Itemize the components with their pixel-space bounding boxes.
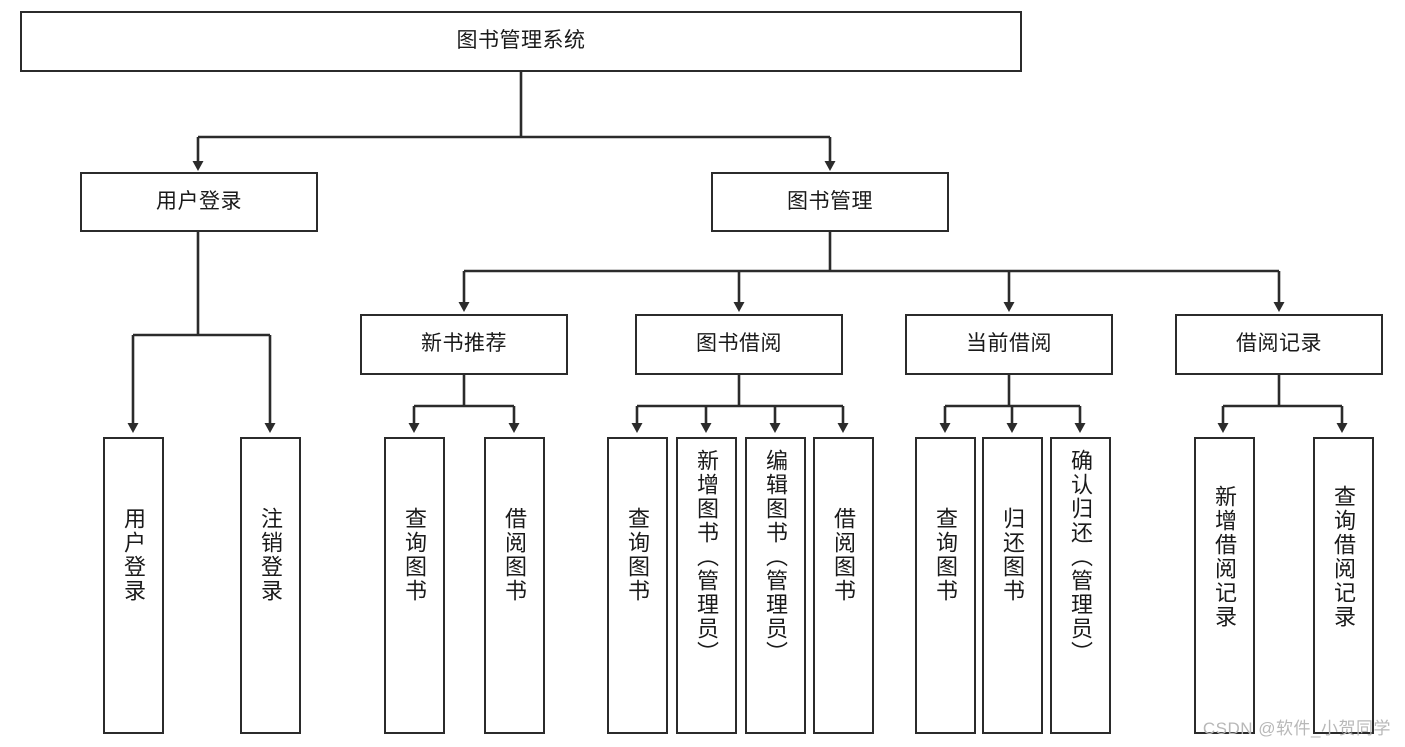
node-borrow-records-label: 借阅记录 xyxy=(1236,332,1322,356)
leaf-user-login-label: 用户登录 xyxy=(121,507,147,603)
node-current-borrow-label: 当前借阅 xyxy=(966,332,1052,356)
node-borrow-records[interactable]: 借阅记录 xyxy=(1175,314,1383,375)
leaf-new-borrow-book[interactable]: 借阅图书 xyxy=(484,437,545,734)
leaf-borrow-add-book[interactable]: 新增图书（管理员） xyxy=(676,437,737,734)
node-new-book-recommend[interactable]: 新书推荐 xyxy=(360,314,568,375)
leaf-current-query-book-label: 查询图书 xyxy=(933,507,959,603)
leaf-records-add-label: 新增借阅记录 xyxy=(1212,485,1238,629)
node-root-label: 图书管理系统 xyxy=(456,29,586,53)
node-book-borrow-label: 图书借阅 xyxy=(696,332,782,356)
node-root[interactable]: 图书管理系统 xyxy=(20,11,1022,72)
node-book-management[interactable]: 图书管理 xyxy=(711,172,949,232)
leaf-user-logout[interactable]: 注销登录 xyxy=(240,437,301,734)
node-book-borrow[interactable]: 图书借阅 xyxy=(635,314,843,375)
leaf-current-return-book[interactable]: 归还图书 xyxy=(982,437,1043,734)
leaf-user-login[interactable]: 用户登录 xyxy=(103,437,164,734)
leaf-borrow-edit-book-label: 编辑图书（管理员） xyxy=(763,449,789,665)
leaf-new-query-book-label: 查询图书 xyxy=(402,507,428,603)
leaf-current-return-book-label: 归还图书 xyxy=(1000,507,1026,603)
leaf-user-logout-label: 注销登录 xyxy=(258,507,284,603)
leaf-records-add[interactable]: 新增借阅记录 xyxy=(1194,437,1255,734)
leaf-new-borrow-book-label: 借阅图书 xyxy=(502,507,528,603)
node-current-borrow[interactable]: 当前借阅 xyxy=(905,314,1113,375)
node-user-login[interactable]: 用户登录 xyxy=(80,172,318,232)
leaf-borrow-query-book-label: 查询图书 xyxy=(625,507,651,603)
leaf-records-query-label: 查询借阅记录 xyxy=(1331,485,1357,629)
node-user-login-label: 用户登录 xyxy=(156,189,242,213)
leaf-records-query[interactable]: 查询借阅记录 xyxy=(1313,437,1374,734)
node-book-management-label: 图书管理 xyxy=(787,189,873,213)
node-new-book-recommend-label: 新书推荐 xyxy=(421,332,507,356)
leaf-borrow-edit-book[interactable]: 编辑图书（管理员） xyxy=(745,437,806,734)
leaf-current-confirm-return[interactable]: 确认归还（管理员） xyxy=(1050,437,1111,734)
leaf-borrow-query-book[interactable]: 查询图书 xyxy=(607,437,668,734)
leaf-borrow-add-book-label: 新增图书（管理员） xyxy=(694,449,720,665)
leaf-new-query-book[interactable]: 查询图书 xyxy=(384,437,445,734)
leaf-borrow-borrow-book-label: 借阅图书 xyxy=(831,507,857,603)
leaf-borrow-borrow-book[interactable]: 借阅图书 xyxy=(813,437,874,734)
leaf-current-query-book[interactable]: 查询图书 xyxy=(915,437,976,734)
leaf-current-confirm-return-label: 确认归还（管理员） xyxy=(1068,449,1094,665)
